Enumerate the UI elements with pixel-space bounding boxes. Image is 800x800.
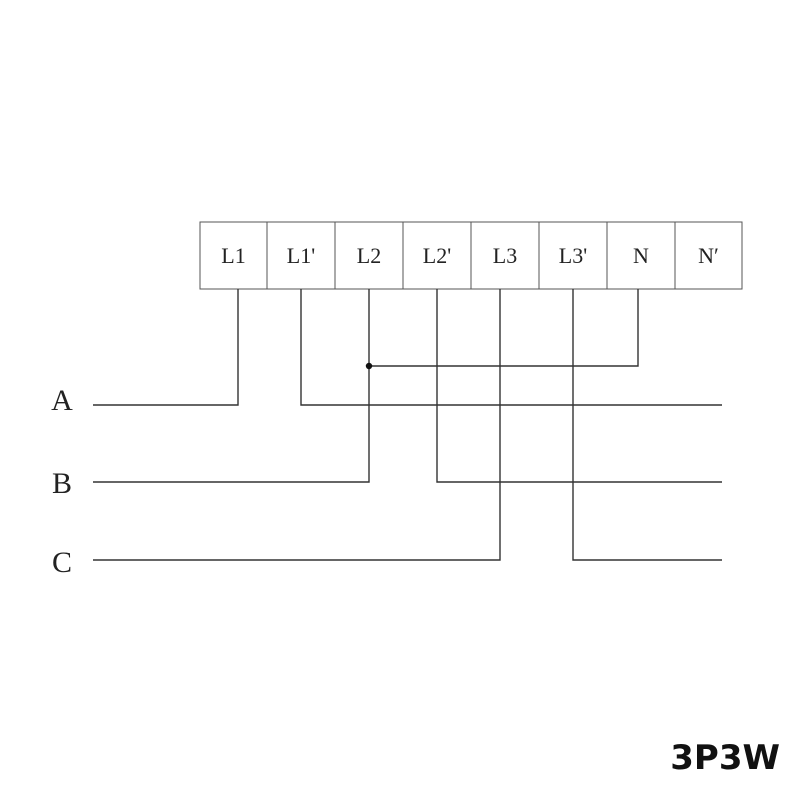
phase-label-a: A <box>51 384 73 417</box>
terminal-N: N <box>606 221 676 290</box>
terminal-label: L2' <box>423 243 451 268</box>
wire-c-to-l3 <box>93 289 501 561</box>
terminal-L3-prime: L3' <box>538 221 608 290</box>
junction-dot <box>365 362 373 370</box>
wire-l2-prime-to-b-out <box>436 289 722 483</box>
terminal-label: L1' <box>287 243 315 268</box>
terminal-box <box>402 221 472 290</box>
terminal-label: L1 <box>221 243 245 268</box>
terminal-L2-prime: L2' <box>402 221 472 290</box>
terminal-box <box>470 221 540 290</box>
terminal-label: L2 <box>357 243 381 268</box>
phase-label-c: C <box>52 546 72 579</box>
terminal-label: N <box>633 243 649 268</box>
wires <box>93 289 722 561</box>
wire-a-to-l1 <box>93 289 239 406</box>
wire-b-to-l2 <box>93 289 370 483</box>
terminal-box <box>538 221 608 290</box>
terminal-N-prime: N′ <box>674 221 743 290</box>
terminal-label: N′ <box>698 243 719 268</box>
wire-l3-prime-to-c-out <box>572 289 722 561</box>
terminal-L1: L1 <box>199 221 268 290</box>
terminal-L1-prime: L1' <box>266 221 336 290</box>
terminal-box <box>266 221 336 290</box>
terminal-label: L3 <box>493 243 517 268</box>
wire-l1-prime-to-a-out <box>300 289 722 406</box>
terminal-L3: L3 <box>470 221 540 290</box>
phase-label-b: B <box>52 467 72 500</box>
terminal-label: L3' <box>559 243 587 268</box>
terminal-box <box>674 221 743 290</box>
terminal-box <box>606 221 676 290</box>
terminal-box <box>334 221 404 290</box>
wire-n-to-l2 <box>369 289 639 367</box>
terminal-box <box>199 221 268 290</box>
wiring-config-label: 3P3W <box>670 738 780 778</box>
terminal-L2: L2 <box>334 221 404 290</box>
terminal-block: L1 L1' L2 L2' L3 L3' N N′ <box>199 221 743 290</box>
